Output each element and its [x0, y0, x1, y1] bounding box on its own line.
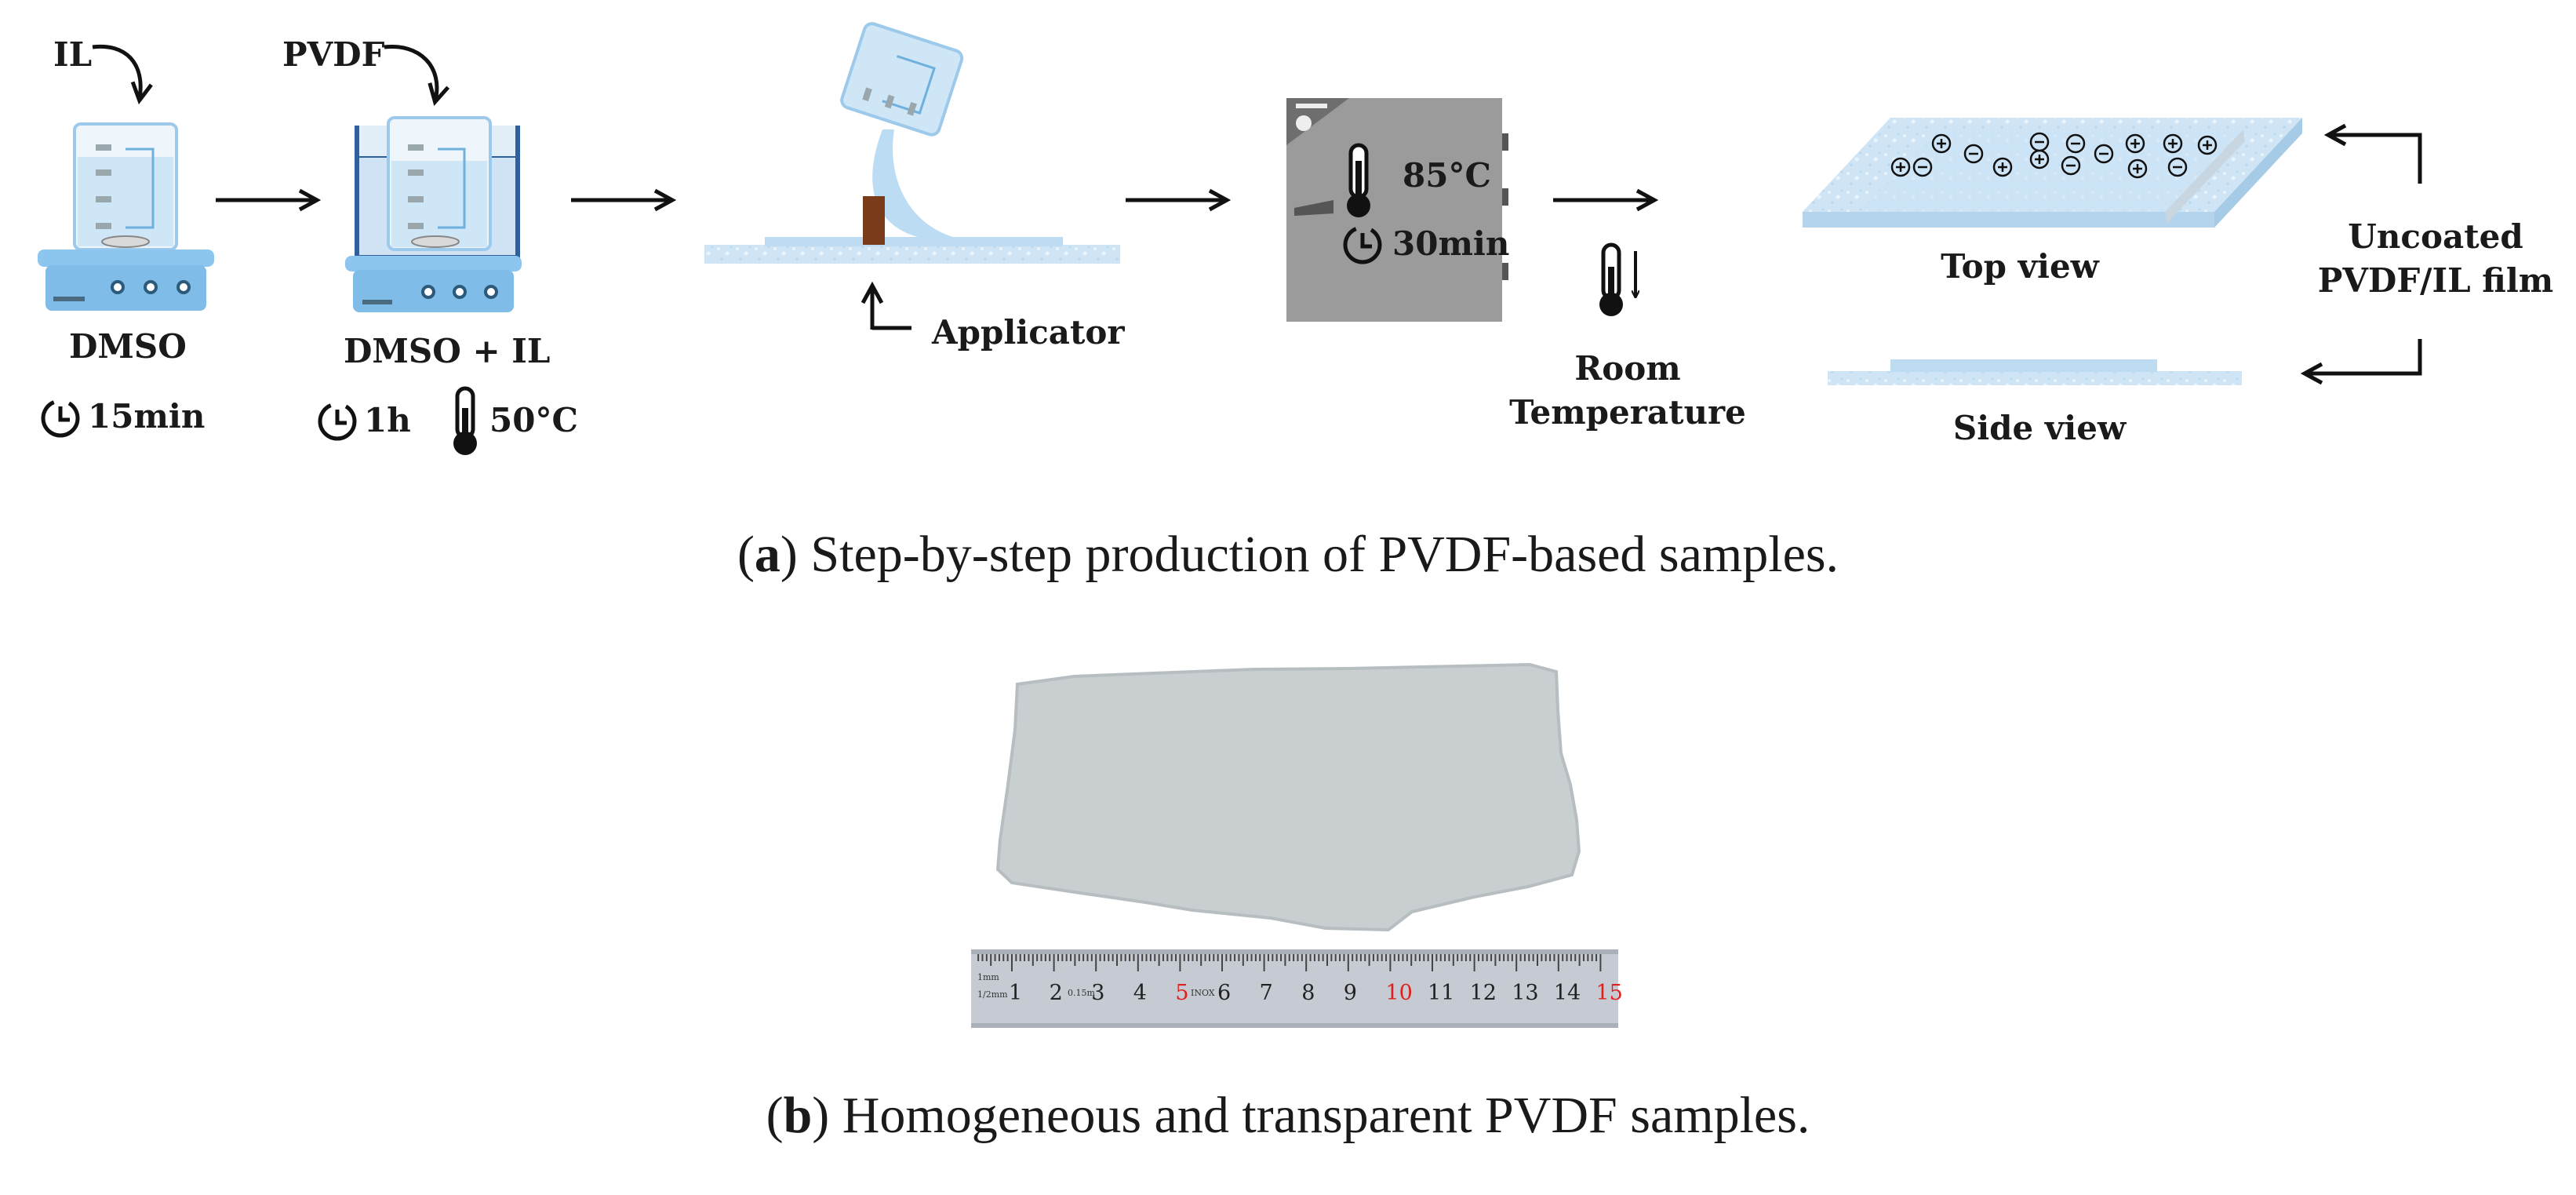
ruler-number: 14: [1554, 981, 1581, 1005]
result-group: Top view Side view Uncoated PVDF/IL film: [1803, 118, 2553, 447]
clock-icon: [1343, 225, 1382, 264]
step2-solution-label: DMSO + IL: [344, 332, 550, 370]
caption-b: (b) Homogeneous and transparent PVDF sam…: [766, 1087, 1810, 1144]
film-top-view-icon: [1803, 118, 2302, 228]
step4-group: 85°C 30min: [1286, 98, 1509, 322]
magnetic-stirrer-icon: [38, 250, 214, 311]
oven-icon: [1286, 98, 1508, 322]
caption-b-text: Homogeneous and transparent PVDF samples…: [842, 1087, 1810, 1144]
applicator-label: Applicator: [931, 313, 1125, 352]
thermometer-down-icon: [1599, 242, 1635, 316]
ruler-number: 2: [1050, 981, 1063, 1005]
ruler-small-mark: INOX: [1191, 988, 1215, 998]
ruler-number: 6: [1217, 981, 1231, 1005]
step5-group: Room Temperature: [1509, 242, 1746, 432]
film-side-view-icon: [1828, 359, 2242, 385]
caption-b-letter: b: [784, 1087, 813, 1144]
side-view-label: Side view: [1953, 409, 2127, 447]
curved-arrow-icon: [384, 44, 450, 107]
clock-icon: [318, 402, 357, 441]
step2-temperature-label: 50°C: [489, 401, 578, 439]
ruler-number: 13: [1512, 981, 1538, 1005]
ruler-number: 3: [1091, 981, 1104, 1005]
clock-icon: [41, 399, 80, 438]
step1-group: IL DMSO: [38, 35, 214, 438]
step2-input-label: PVDF: [282, 35, 385, 74]
thermometer-icon: [453, 386, 477, 455]
ruler-number: 4: [1133, 981, 1147, 1005]
curved-arrow-icon: [92, 44, 153, 105]
applicator-icon: [863, 196, 885, 245]
film-label-line1: Uncoated: [2348, 217, 2523, 256]
caption-a: (a) Step-by-step production of PVDF-base…: [737, 526, 1839, 583]
caption-a-text: Step-by-step production of PVDF-based sa…: [810, 526, 1839, 583]
ruler-unit-mm: 1mm: [977, 972, 999, 982]
ruler-number: 11: [1428, 981, 1454, 1005]
film-label-line2: PVDF/IL film: [2318, 261, 2553, 300]
ruler-small-mark: 0.15m: [1068, 988, 1095, 998]
ruler-number: 10: [1385, 981, 1412, 1005]
step4-time-label: 30min: [1392, 224, 1509, 263]
ruler-unit-half-mm: 1/2mm: [977, 989, 1008, 1000]
step3-group: Applicator: [704, 22, 1125, 352]
step1-time-label: 15min: [88, 397, 205, 435]
magnetic-stirrer-icon: [345, 256, 522, 312]
room-temperature-line1: Room: [1574, 349, 1680, 388]
thermometer-icon: [1347, 143, 1370, 217]
ruler-number: 7: [1260, 981, 1273, 1005]
ruler-number: 15: [1595, 981, 1622, 1005]
ruler-number: 8: [1301, 981, 1315, 1005]
ruler-number: 9: [1344, 981, 1357, 1005]
pouring-beaker-icon: [840, 22, 964, 237]
substrate-icon: [704, 237, 1120, 264]
step4-temperature-label: 85°C: [1403, 156, 1491, 195]
caption-a-letter: a: [755, 526, 780, 583]
panel-a-process: IL DMSO: [38, 22, 2553, 583]
top-view-label: Top view: [1941, 247, 2100, 286]
pvdf-film-sample: [995, 662, 1581, 932]
step2-time-label: 1h: [364, 401, 411, 439]
beaker-icon: [387, 116, 492, 251]
ruler-number: 5: [1175, 981, 1188, 1005]
ruler-number: 1: [1009, 981, 1022, 1005]
arrow-left-icon: [2323, 123, 2422, 184]
arrow-left-icon: [2300, 339, 2422, 385]
step1-solvent-label: DMSO: [69, 327, 187, 366]
charge-symbols: [1890, 132, 2218, 179]
beaker-icon: [73, 122, 178, 251]
ruler-number: 12: [1470, 981, 1497, 1005]
step2-group: PVDF: [282, 35, 578, 455]
room-temperature-line2: Temperature: [1509, 393, 1746, 432]
step1-input-label: IL: [53, 35, 92, 74]
